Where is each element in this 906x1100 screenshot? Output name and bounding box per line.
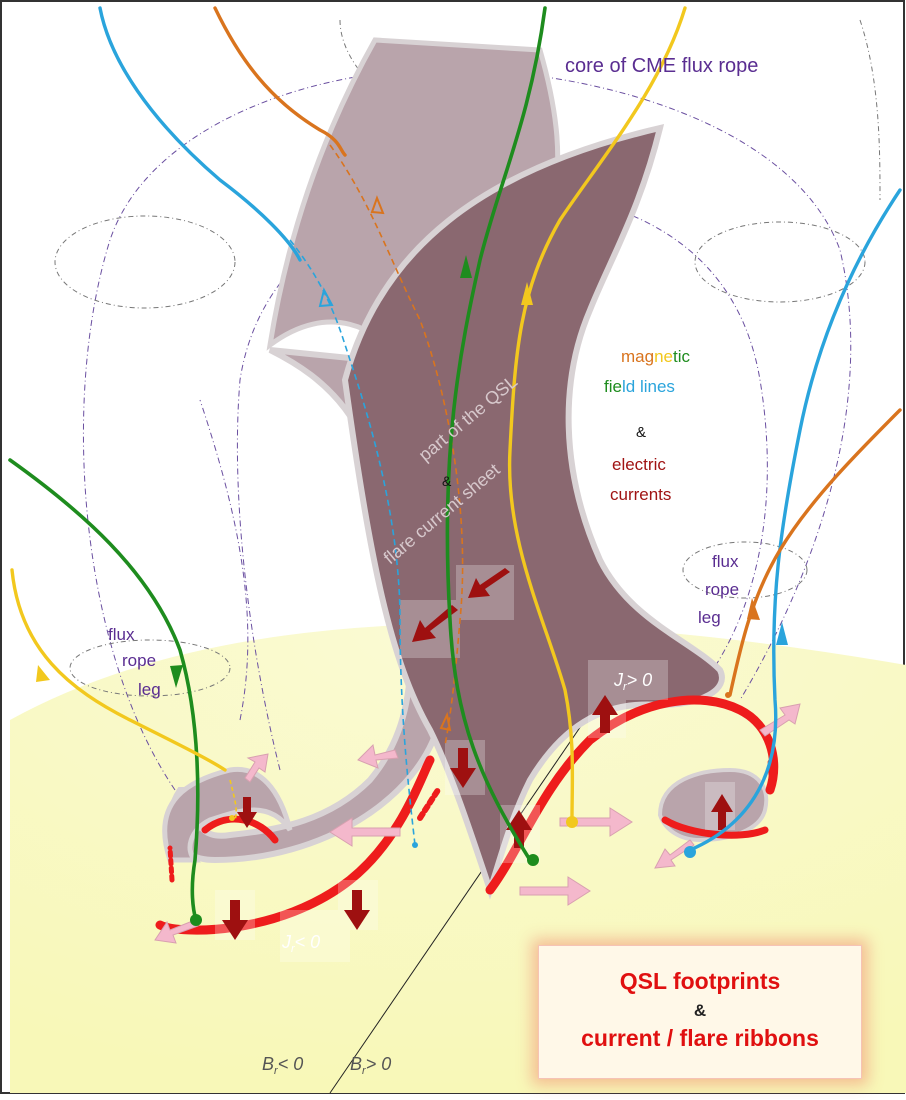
label-qsl-amp: & bbox=[442, 473, 452, 489]
qsl-right-hook bbox=[657, 767, 769, 843]
label-field-lines: field lines bbox=[604, 377, 675, 396]
qsl-left-hook bbox=[162, 766, 293, 863]
green-fieldline-center bbox=[445, 6, 547, 862]
svg-text:leg: leg bbox=[138, 680, 161, 699]
svg-text:rope: rope bbox=[122, 651, 156, 670]
qsl-sheet-front bbox=[341, 123, 725, 900]
blue-fieldline-hidden bbox=[289, 239, 416, 846]
legend-box: QSL footprints & current / flare ribbons bbox=[538, 945, 862, 1079]
svg-text:flux: flux bbox=[108, 625, 135, 644]
label-currents: currents bbox=[610, 485, 671, 504]
label-amp-right: & bbox=[636, 424, 646, 441]
label-jr-positive: Jr> 0 bbox=[613, 670, 652, 693]
ribbon-motion-arrows bbox=[154, 703, 801, 944]
label-flux-rope-leg-left: flux rope leg bbox=[108, 625, 161, 699]
yellow-fieldline-center bbox=[507, 6, 687, 822]
svg-text:rope: rope bbox=[705, 580, 739, 599]
legend-amp: & bbox=[693, 1001, 707, 1020]
fieldline-direction-arrows bbox=[36, 195, 788, 732]
qsl-sheet-back bbox=[266, 37, 561, 364]
svg-text:flux: flux bbox=[712, 552, 739, 571]
label-core-cme: core of CME flux rope bbox=[565, 55, 758, 77]
green-fieldline-left bbox=[8, 458, 200, 922]
svg-text:leg: leg bbox=[698, 608, 721, 627]
legend-flare-ribbons: current / flare ribbons bbox=[581, 1025, 819, 1051]
orange-fieldline-top bbox=[213, 6, 347, 157]
orange-fieldline-right bbox=[728, 408, 902, 697]
yellow-fieldline-left bbox=[10, 568, 227, 772]
label-br-positive: Br> 0 bbox=[350, 1054, 391, 1077]
label-electric: electric bbox=[612, 455, 666, 474]
label-flux-rope-leg-right: flux rope leg bbox=[698, 552, 739, 627]
blue-fieldline-left bbox=[98, 6, 302, 262]
yellow-fieldline-left-hidden bbox=[229, 779, 237, 821]
label-magnetic: magnetic bbox=[621, 347, 691, 366]
label-jr-negative: Jr< 0 bbox=[281, 932, 320, 955]
magnetic-field-lines bbox=[8, 6, 902, 922]
current-arrows bbox=[222, 568, 733, 940]
footpoint-dots bbox=[190, 692, 731, 926]
label-br-negative: Br< 0 bbox=[262, 1054, 303, 1077]
legend-qsl-footprints: QSL footprints bbox=[619, 968, 781, 994]
